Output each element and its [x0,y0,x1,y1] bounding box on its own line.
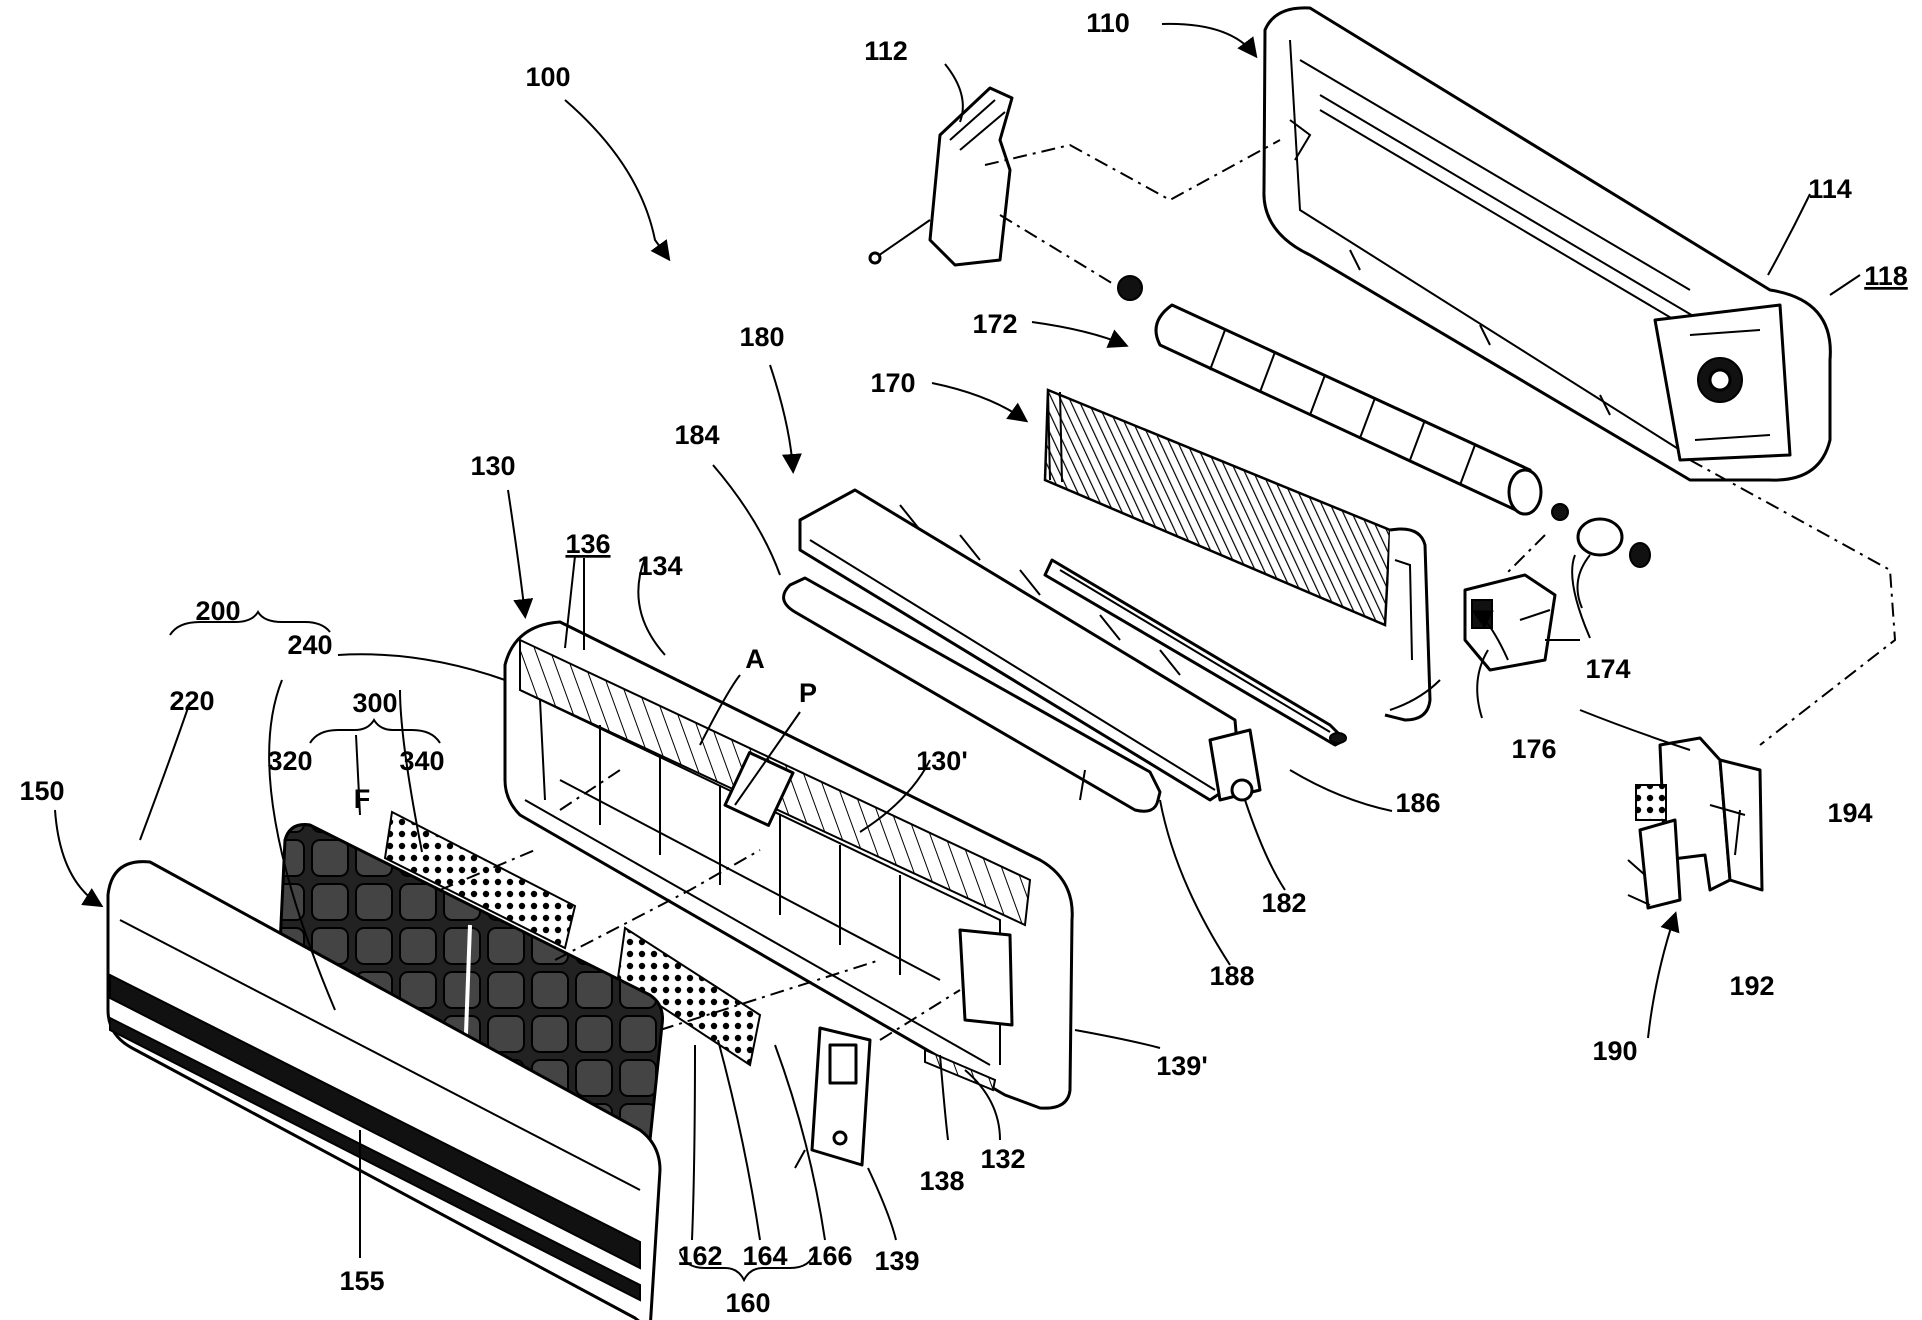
label-139p: 139' [1156,1051,1207,1081]
label-P: P [799,678,817,708]
label-110: 110 [1086,8,1130,38]
fan-motor-174 [1576,517,1651,609]
grouping-brackets [169,610,816,1283]
label-240: 240 [287,630,332,660]
mesh-filter-340 [383,810,577,950]
label-160: 160 [725,1288,770,1318]
mesh-filter-162 [616,926,762,1067]
label-164: 164 [742,1241,787,1271]
label-166: 166 [807,1241,852,1271]
label-114: 114 [1808,174,1852,204]
label-300: 300 [352,688,397,718]
pipe-186 [1043,558,1347,747]
cover-plate-139 [794,1026,872,1169]
heat-exchanger-170 [1043,388,1432,722]
control-box-190 [1627,736,1764,910]
label-136: 136 [565,529,610,559]
label-182: 182 [1261,888,1306,918]
label-180: 180 [739,322,784,352]
label-170: 170 [870,368,915,398]
label-188: 188 [1209,961,1254,991]
label-162: 162 [677,1241,722,1271]
cross-flow-fan-172 [1117,275,1569,521]
label-320: 320 [267,746,312,776]
assembly-guide-lines [439,139,1897,1041]
label-130: 130 [470,451,515,481]
label-220: 220 [169,686,214,716]
label-200: 200 [195,596,240,626]
label-132: 132 [980,1144,1025,1174]
label-184: 184 [674,420,719,450]
label-118: 118 [1864,261,1908,291]
label-176: 176 [1511,734,1556,764]
label-174: 174 [1585,654,1630,684]
label-130p: 130' [916,746,967,776]
reference-labels: 100 110 112 114 118 172 180 170 184 130 … [19,8,1907,1318]
label-192: 192 [1729,971,1774,1001]
label-134: 134 [637,551,682,581]
label-100: 100 [525,62,570,92]
front-frame-130 [503,620,1074,1110]
leader-lines [54,22,1861,1258]
label-F: F [354,784,371,814]
motor-mount-176 [1463,573,1580,672]
label-186: 186 [1395,788,1440,818]
label-172: 172 [972,309,1017,339]
label-A: A [745,644,765,674]
motor-bracket-112 [868,86,1014,267]
label-139: 139 [874,1246,919,1276]
label-340: 340 [399,746,444,776]
rear-chassis-110 [1262,6,1832,482]
drain-tube-184-188 [782,576,1254,813]
label-155: 155 [339,1266,384,1296]
label-138: 138 [919,1166,964,1196]
front-panel-150 [106,860,662,1320]
label-190: 190 [1592,1036,1637,1066]
label-150: 150 [19,776,64,806]
label-194: 194 [1827,798,1872,828]
label-112: 112 [864,36,908,66]
